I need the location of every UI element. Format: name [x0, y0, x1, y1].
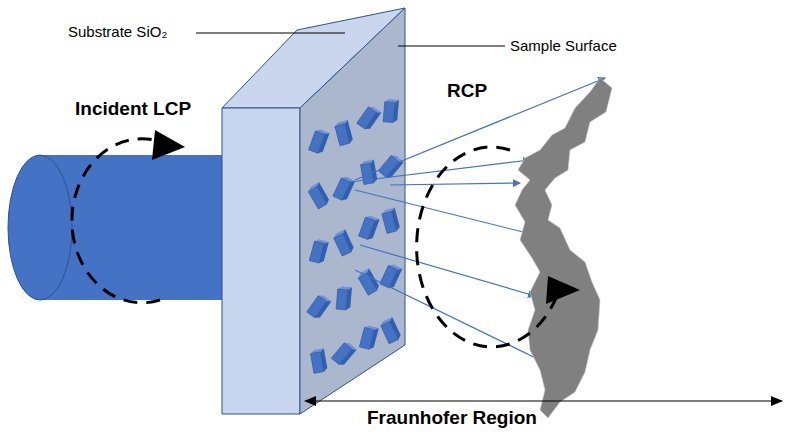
lcp-polarization-arrow: [72, 130, 185, 303]
nanobrick: [333, 175, 355, 202]
text-label: Substrate SiO₂: [68, 23, 167, 40]
map-image: [515, 78, 612, 418]
nanobrick: [334, 120, 353, 146]
text-label: Incident LCP: [75, 98, 191, 120]
nanobrick: [336, 286, 352, 310]
nanobrick: [310, 348, 328, 373]
nanobrick: [307, 293, 332, 320]
nanobrick: [331, 341, 357, 368]
nanobrick: [381, 208, 400, 234]
text-label: RCP: [445, 80, 489, 102]
nanobrick: [307, 182, 331, 209]
leader-line: [196, 33, 345, 34]
text-label: Fraunhofer Region: [365, 407, 539, 429]
nanobrick: [309, 238, 328, 264]
region-axis-head: [304, 396, 316, 406]
light-beam: [8, 155, 230, 300]
nanobrick: [359, 325, 378, 351]
nanobrick: [309, 128, 330, 154]
nanobrick: [383, 99, 399, 123]
leader-line: [398, 46, 505, 47]
region-axis: [306, 400, 782, 401]
nanobrick-array: [307, 99, 404, 374]
nanobrick: [380, 263, 402, 290]
text-label: Sample Surface: [510, 37, 617, 54]
nanobrick: [357, 104, 382, 131]
nanobrick: [379, 317, 401, 344]
rcp-polarization-arrow: [417, 147, 580, 347]
nanobrick: [332, 229, 354, 256]
substrate-plate: [222, 8, 405, 414]
nanobrick: [359, 214, 380, 240]
